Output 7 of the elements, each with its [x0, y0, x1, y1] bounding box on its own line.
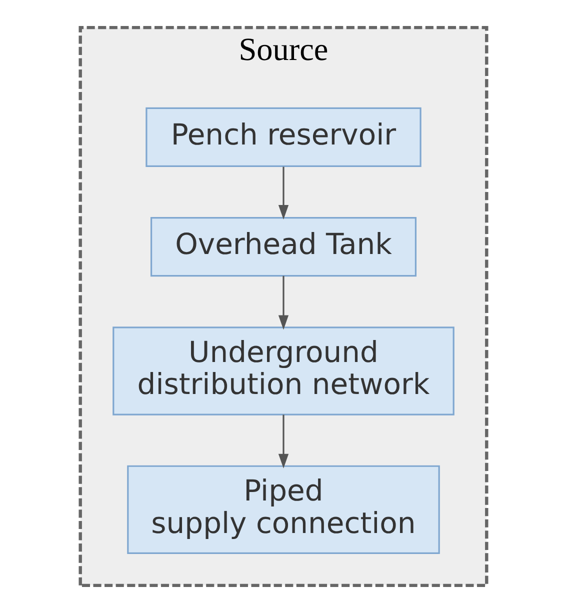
node-box: Underground distribution network	[112, 326, 454, 416]
node-box: Overhead Tank	[150, 217, 417, 277]
arrow	[278, 414, 289, 468]
arrow	[278, 276, 289, 330]
arrow	[278, 166, 289, 220]
node-box: Piped supply connection	[127, 465, 440, 554]
node-box: Pench reservoir	[146, 107, 422, 168]
